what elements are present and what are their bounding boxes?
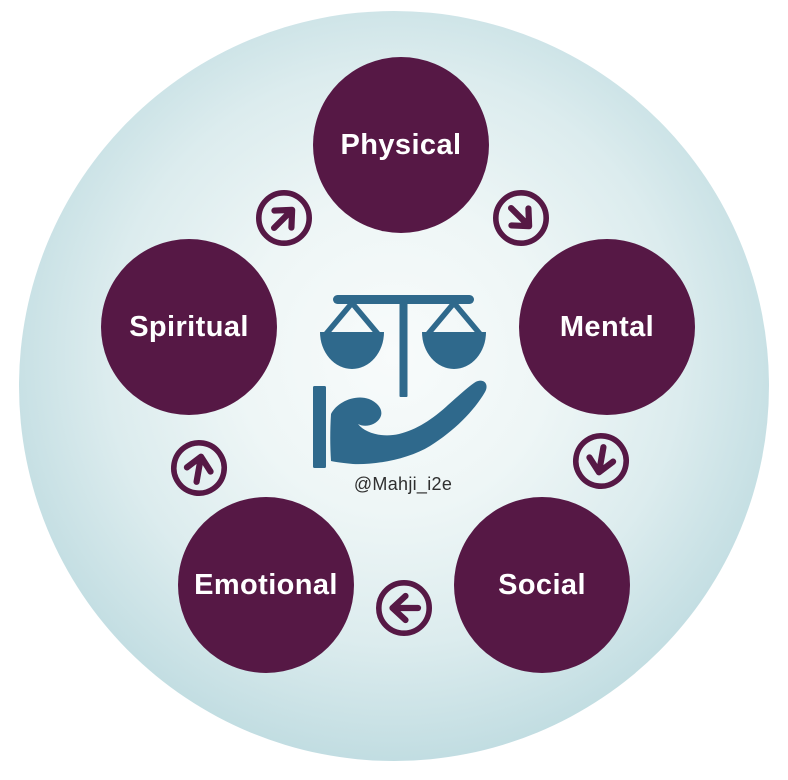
circled-arrow-left-icon xyxy=(374,578,434,638)
node-physical: Physical xyxy=(313,57,489,233)
node-emotional: Emotional xyxy=(178,497,354,673)
node-mental: Mental xyxy=(519,239,695,415)
node-social: Social xyxy=(454,497,630,673)
watermark-handle: @Mahji_i2e xyxy=(353,474,453,494)
node-mental-label: Mental xyxy=(559,310,655,343)
node-emotional-label: Emotional xyxy=(194,568,338,601)
node-social-label: Social xyxy=(498,568,586,601)
circled-arrow-up-right-icon xyxy=(242,176,327,261)
circled-arrow-down-right-icon xyxy=(479,176,564,261)
balance-scale-in-hand-icon xyxy=(313,290,493,485)
node-spiritual-label: Spiritual xyxy=(129,310,249,343)
circled-arrow-down-icon xyxy=(566,426,636,496)
circled-arrow-up-icon xyxy=(164,433,234,503)
node-physical-label: Physical xyxy=(340,128,462,161)
node-spiritual: Spiritual xyxy=(101,239,277,415)
